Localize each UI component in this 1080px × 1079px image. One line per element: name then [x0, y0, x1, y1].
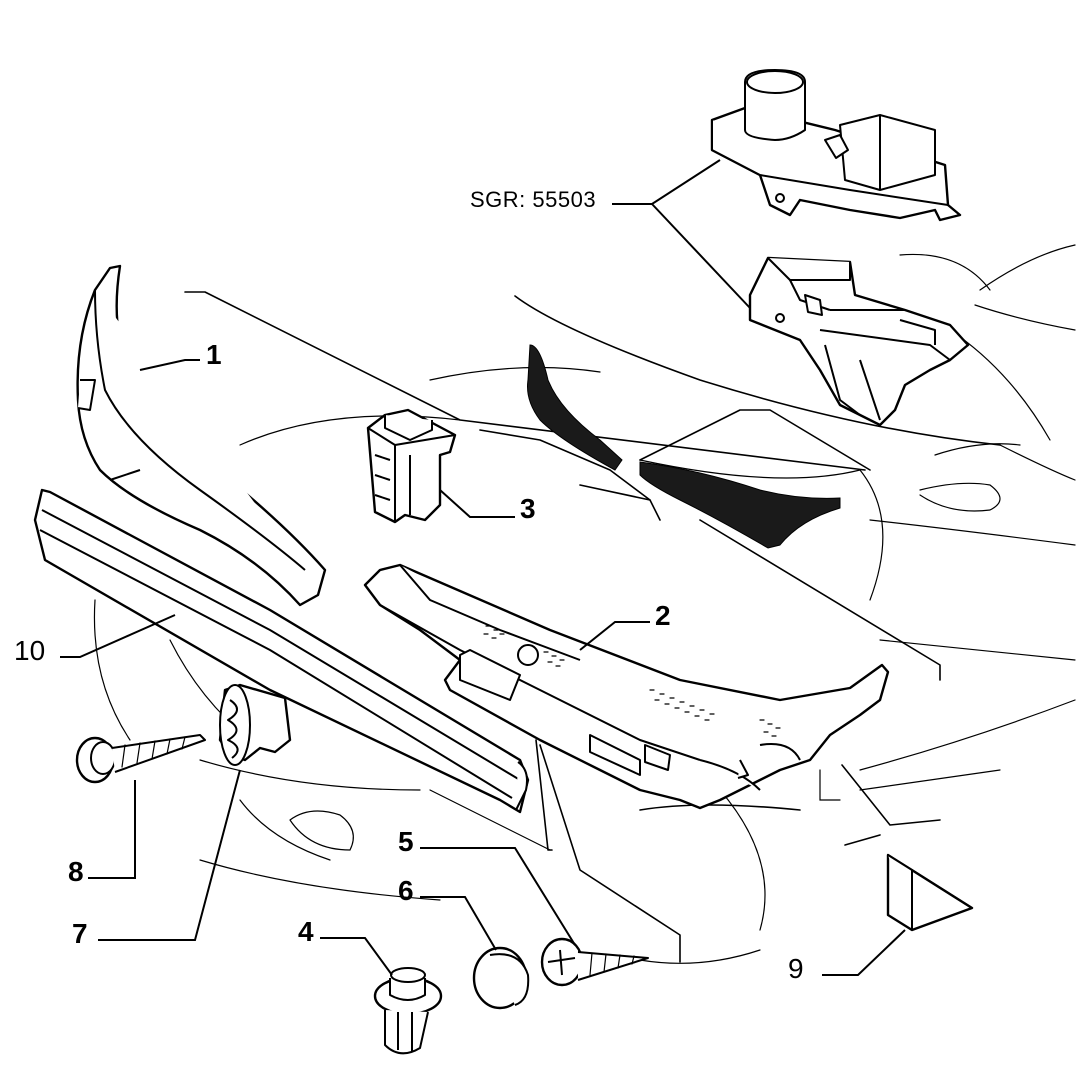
part-7-grommet	[218, 683, 292, 766]
part-8-screw-with-washer	[75, 734, 206, 784]
part-1-side-cowl-panel	[76, 264, 327, 607]
callout-4: 4	[298, 916, 314, 947]
part-5-screw	[540, 937, 649, 987]
callout-9: 9	[788, 953, 804, 984]
callout-2: 2	[655, 600, 671, 631]
callout-3: 3	[520, 493, 536, 524]
callout-5: 5	[398, 826, 414, 857]
leader-lines	[60, 159, 906, 976]
car-body-outline	[93, 244, 1076, 964]
callout-7: 7	[72, 918, 88, 949]
connector-bracket-lower	[748, 256, 970, 427]
reference-label-sgr: SGR: 55503	[470, 187, 596, 212]
part-2-cowl-scuttle-panel	[363, 563, 890, 810]
callout-1: 1	[206, 339, 222, 370]
callout-8: 8	[68, 856, 84, 887]
part-9-triangular-pad	[886, 853, 974, 932]
part-3-retaining-clip	[366, 408, 457, 524]
windscreen-seal-dark	[527, 344, 841, 549]
callout-6: 6	[398, 875, 414, 906]
part-6-plug	[472, 946, 530, 1010]
callout-labels: 1 2 3 4 5 6 7 8 9 10	[14, 339, 804, 984]
part-4-push-rivet	[373, 967, 443, 1055]
connector-housing-upper	[710, 69, 962, 222]
part-10-seal-strip	[33, 488, 530, 814]
callout-10: 10	[14, 635, 45, 666]
